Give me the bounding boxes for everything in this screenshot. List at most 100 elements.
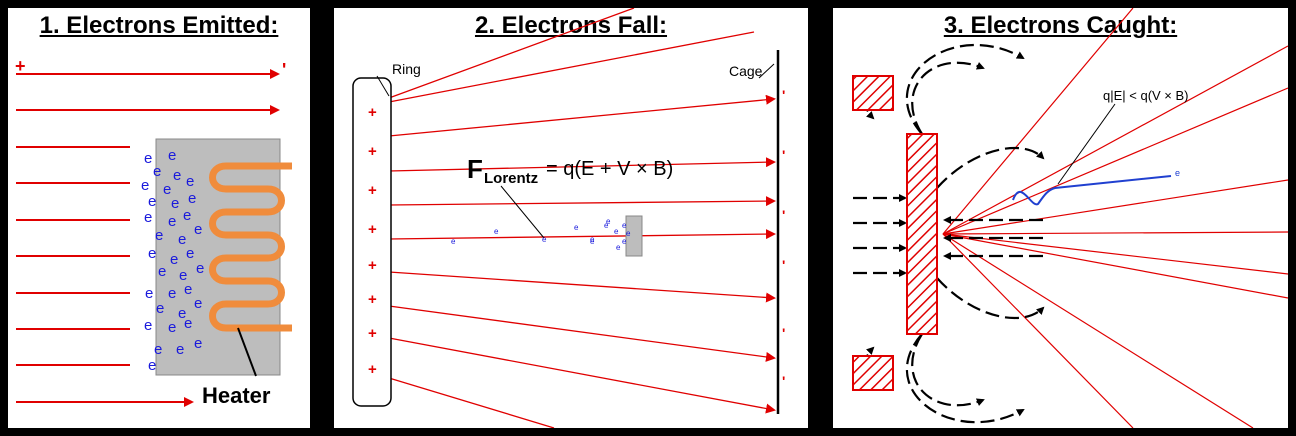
electron: e	[194, 335, 202, 352]
cage-pointer	[758, 63, 775, 79]
field-lines	[388, 8, 776, 428]
electric-field-lines	[942, 8, 1288, 428]
field-line	[942, 45, 1288, 235]
electron: e	[168, 285, 176, 302]
field-line	[942, 233, 1254, 428]
plus-sign: +	[15, 56, 26, 76]
plus-sign: +	[368, 104, 377, 121]
minus-sign: '	[282, 60, 286, 80]
electron: e	[171, 195, 179, 212]
field-line	[942, 233, 1288, 299]
electron: e	[194, 295, 202, 312]
field-loop	[906, 333, 1025, 424]
formula-pointer	[500, 185, 545, 239]
electron: e	[154, 341, 162, 358]
field-loop	[906, 44, 1025, 135]
plus-sign: +	[368, 143, 377, 160]
ring-label: Ring	[392, 61, 421, 77]
field-line	[942, 233, 1288, 275]
field-loop	[911, 61, 985, 135]
minus-sign: '	[782, 87, 785, 103]
electron: e	[622, 237, 627, 246]
electron: e	[451, 237, 456, 246]
electron: e	[168, 147, 176, 164]
electron: e	[186, 173, 194, 190]
panel-title: 3. Electrons Caught:	[943, 12, 1178, 39]
minus-sign: '	[782, 325, 785, 341]
electron: e	[188, 190, 196, 207]
electron: e	[148, 357, 156, 374]
panel-title: 2. Electrons Fall:	[474, 12, 668, 39]
electron-trajectory	[1012, 175, 1172, 206]
electron: e	[168, 319, 176, 336]
magnet-bottom	[852, 355, 894, 391]
electron: e	[163, 181, 171, 198]
electron: e	[141, 177, 149, 194]
electron: e	[144, 209, 152, 226]
formula-subscript: Lorentz	[484, 170, 538, 187]
panel-title: 1. Electrons Emitted:	[39, 12, 279, 39]
electron: e	[606, 217, 611, 226]
minus-sign: '	[782, 257, 785, 273]
electron: e	[184, 315, 192, 332]
electron: e	[179, 267, 187, 284]
heater-block	[625, 215, 643, 257]
capture-diagram: e q|E| < q(V × B)	[852, 8, 1288, 428]
field-line	[942, 8, 1134, 235]
cage-label: Cage	[729, 63, 763, 79]
electron: e	[574, 223, 579, 232]
heater-pointer	[237, 327, 257, 377]
capture-formula: q|E| < q(V × B)	[1103, 88, 1189, 103]
electron: e	[176, 341, 184, 358]
plus-sign: +	[368, 182, 377, 199]
electron: e	[494, 227, 499, 236]
panel-electrons-caught: 3. Electrons Caught: e q|E| < q(V × B)	[833, 8, 1288, 428]
formula-F: F	[467, 154, 483, 184]
plus-sign: +	[368, 361, 377, 378]
electron: e	[168, 213, 176, 230]
electron-label: e	[1175, 168, 1180, 178]
electron: e	[590, 235, 595, 244]
magnet-top	[852, 75, 894, 111]
minus-sign: '	[782, 207, 785, 223]
minus-sign: '	[782, 147, 785, 163]
electron: e	[590, 237, 595, 246]
field-line	[942, 233, 1134, 428]
electron: e	[178, 231, 186, 248]
plus-sign: +	[368, 221, 377, 238]
electron: e	[145, 285, 153, 302]
ring-charges: ++++++++	[368, 104, 377, 378]
field-line	[942, 87, 1288, 235]
formula-rhs: = q(E + V × B)	[546, 158, 673, 180]
electron: e	[183, 207, 191, 224]
field-loop	[936, 146, 1045, 189]
fall-diagram: Ring ++++++++ Cage '''''' F Lorentz = q(…	[352, 8, 785, 428]
electron: e	[144, 150, 152, 167]
electron: e	[616, 243, 621, 252]
electron: e	[184, 281, 192, 298]
electron: e	[148, 245, 156, 262]
electron: e	[542, 235, 547, 244]
plus-sign: +	[368, 325, 377, 342]
electron: e	[158, 263, 166, 280]
electron: e	[155, 227, 163, 244]
minus-sign: '	[782, 373, 785, 389]
field-line	[942, 231, 1288, 235]
electron: e	[604, 221, 609, 230]
electron: e	[153, 163, 161, 180]
electron: e	[170, 251, 178, 268]
electron: e	[173, 167, 181, 184]
magnet-center	[906, 133, 938, 335]
plus-sign: +	[368, 291, 377, 308]
cage-charges: ' ' ' ' ' '	[782, 87, 785, 389]
magnetic-field-lines	[853, 44, 1045, 424]
field-line	[942, 179, 1288, 235]
electron: e	[626, 229, 631, 238]
electron: e	[156, 300, 164, 317]
electron: e	[196, 260, 204, 277]
electron: e	[614, 227, 619, 236]
